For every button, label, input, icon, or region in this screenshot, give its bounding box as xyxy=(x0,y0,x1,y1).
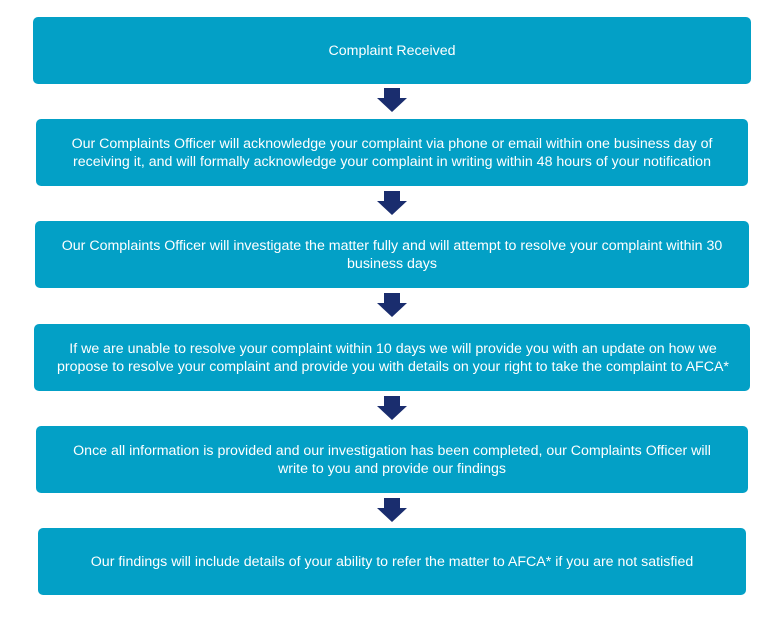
step-text: Complaint Received xyxy=(328,42,456,59)
down-arrow-icon xyxy=(376,191,408,215)
step-acknowledge-complaint: Our Complaints Officer will acknowledge … xyxy=(36,119,748,186)
down-arrow-icon xyxy=(376,88,408,112)
step-text: Once all information is provided and our… xyxy=(73,442,711,477)
step-text: Our findings will include details of you… xyxy=(90,553,694,570)
step-provide-update: If we are unable to resolve your complai… xyxy=(34,324,750,391)
step-text: If we are unable to resolve your complai… xyxy=(57,340,729,375)
step-investigate-matter: Our Complaints Officer will investigate … xyxy=(35,221,749,288)
down-arrow-icon xyxy=(376,498,408,522)
step-refer-to-afca: Our findings will include details of you… xyxy=(38,528,746,595)
down-arrow-icon xyxy=(376,396,408,420)
step-text: Our Complaints Officer will acknowledge … xyxy=(71,135,713,170)
step-complaint-received: Complaint Received xyxy=(33,17,751,84)
step-text: Our Complaints Officer will investigate … xyxy=(61,237,723,272)
step-provide-findings: Once all information is provided and our… xyxy=(36,426,748,493)
down-arrow-icon xyxy=(376,293,408,317)
